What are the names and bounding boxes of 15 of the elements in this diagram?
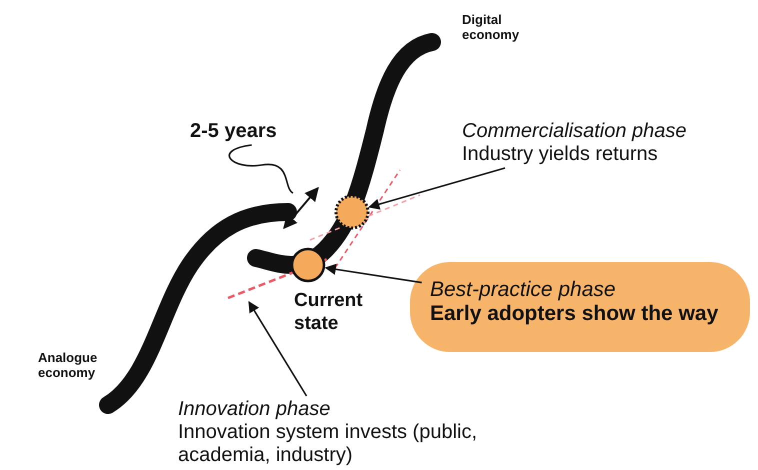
arrow xyxy=(324,264,422,284)
phase-description: Early adopters show the way xyxy=(430,302,720,326)
state-label: Current state xyxy=(294,289,364,335)
arrow xyxy=(248,301,308,396)
phase-title: Commercialisation phase xyxy=(462,120,688,143)
phase-box xyxy=(410,262,750,352)
leader-line xyxy=(228,144,294,194)
phase-description: Industry yields returns xyxy=(462,143,659,166)
phase-title: Innovation phase xyxy=(178,398,332,421)
curve-label: Digital economy xyxy=(462,12,520,42)
curve-label: Analogue economy xyxy=(38,350,98,380)
phase-title: Best-practice phase xyxy=(430,278,617,302)
arrow xyxy=(368,167,506,210)
phase-description: Innovation system invests (public, academia, industry) xyxy=(178,421,478,467)
duration-label: 2-5 years xyxy=(190,120,278,143)
